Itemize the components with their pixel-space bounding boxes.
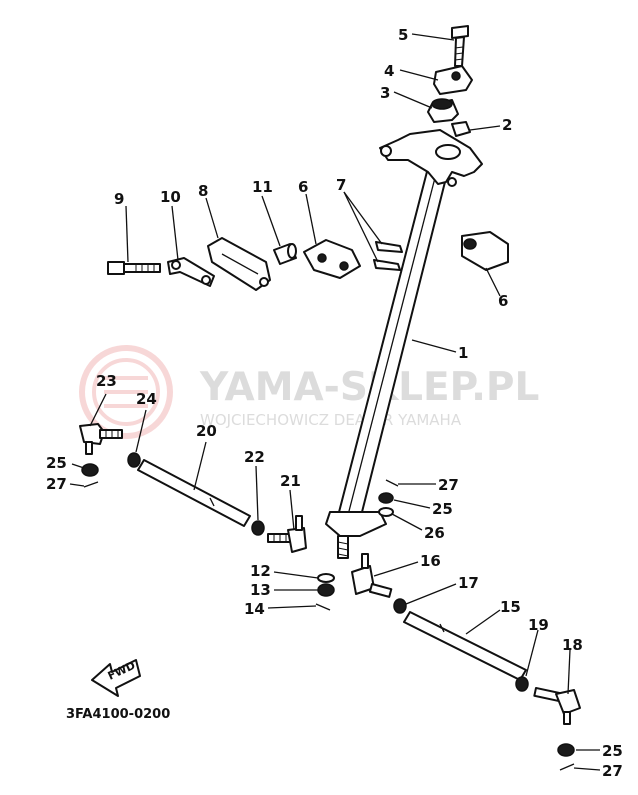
pin-14 bbox=[315, 603, 331, 611]
callout-27-right: 27 bbox=[602, 762, 623, 780]
callout-1: 1 bbox=[458, 344, 468, 362]
callout-23: 23 bbox=[96, 372, 117, 390]
watermark-subtitle: WOJCIECHOWICZ DEALER YAMAHA bbox=[200, 411, 462, 429]
nut-25-upper bbox=[378, 492, 394, 504]
pin-27-upper bbox=[385, 479, 399, 487]
callout-6-left: 6 bbox=[298, 178, 308, 196]
callout-14: 14 bbox=[244, 600, 265, 618]
callout-25-right: 25 bbox=[602, 742, 623, 760]
callout-11: 11 bbox=[252, 178, 273, 196]
callout-27-upper: 27 bbox=[438, 476, 459, 494]
left-tie-rod bbox=[137, 459, 251, 527]
part-8-plate bbox=[207, 237, 271, 291]
callout-17: 17 bbox=[458, 574, 479, 592]
nut-25-left bbox=[81, 463, 99, 477]
callout-labels: 5 4 3 2 9 10 8 11 6 7 6 1 23 24 20 25 27… bbox=[46, 26, 623, 780]
part-6-holder-right bbox=[461, 231, 509, 271]
nut-13 bbox=[317, 583, 335, 597]
callout-4: 4 bbox=[384, 62, 394, 80]
part-9-bolt bbox=[107, 261, 161, 275]
nut-25-right bbox=[557, 743, 575, 757]
part-21-inner-end bbox=[267, 515, 307, 553]
callout-12: 12 bbox=[250, 562, 271, 580]
pin-27-right bbox=[559, 763, 575, 771]
callout-19: 19 bbox=[528, 616, 549, 634]
callout-7: 7 bbox=[336, 176, 346, 194]
callout-8: 8 bbox=[198, 182, 208, 200]
callout-21: 21 bbox=[280, 472, 301, 490]
watermark-logo bbox=[79, 345, 173, 439]
callout-25-left: 25 bbox=[46, 454, 67, 472]
nut-19 bbox=[515, 676, 529, 692]
washer-26 bbox=[378, 507, 394, 517]
fwd-arrow: FWD bbox=[91, 659, 141, 697]
pin-27-left bbox=[83, 481, 99, 488]
part-10-linkage bbox=[167, 257, 215, 287]
callout-26: 26 bbox=[424, 524, 445, 542]
part-7-clips bbox=[373, 241, 403, 271]
leader-lines bbox=[69, 33, 601, 771]
right-tie-rod bbox=[403, 611, 527, 681]
washer-12 bbox=[317, 573, 335, 583]
callout-6-right: 6 bbox=[498, 292, 508, 310]
right-tie-rod-end bbox=[533, 687, 581, 725]
callout-15: 15 bbox=[500, 598, 521, 616]
callout-20: 20 bbox=[196, 422, 217, 440]
callout-5: 5 bbox=[398, 26, 408, 44]
steering-column bbox=[325, 25, 483, 559]
nut-22 bbox=[251, 520, 265, 536]
callout-27-left: 27 bbox=[46, 475, 67, 493]
callout-25-upper: 25 bbox=[432, 500, 453, 518]
callout-24: 24 bbox=[136, 390, 157, 408]
callout-9: 9 bbox=[114, 190, 124, 208]
part-11-sleeve bbox=[273, 243, 297, 265]
left-tie-rod-end bbox=[79, 423, 123, 455]
callout-13: 13 bbox=[250, 581, 271, 599]
part-6-holder-left bbox=[303, 239, 361, 279]
callout-18: 18 bbox=[562, 636, 583, 654]
callout-3: 3 bbox=[380, 84, 390, 102]
diagram-code: 3FA4100-0200 bbox=[66, 707, 170, 722]
nut-17 bbox=[393, 598, 407, 614]
callout-10: 10 bbox=[160, 188, 181, 206]
callout-2: 2 bbox=[502, 116, 512, 134]
part-16-inner-end bbox=[351, 553, 393, 598]
callout-16: 16 bbox=[420, 552, 441, 570]
callout-22: 22 bbox=[244, 448, 265, 466]
nut-24 bbox=[127, 452, 141, 468]
